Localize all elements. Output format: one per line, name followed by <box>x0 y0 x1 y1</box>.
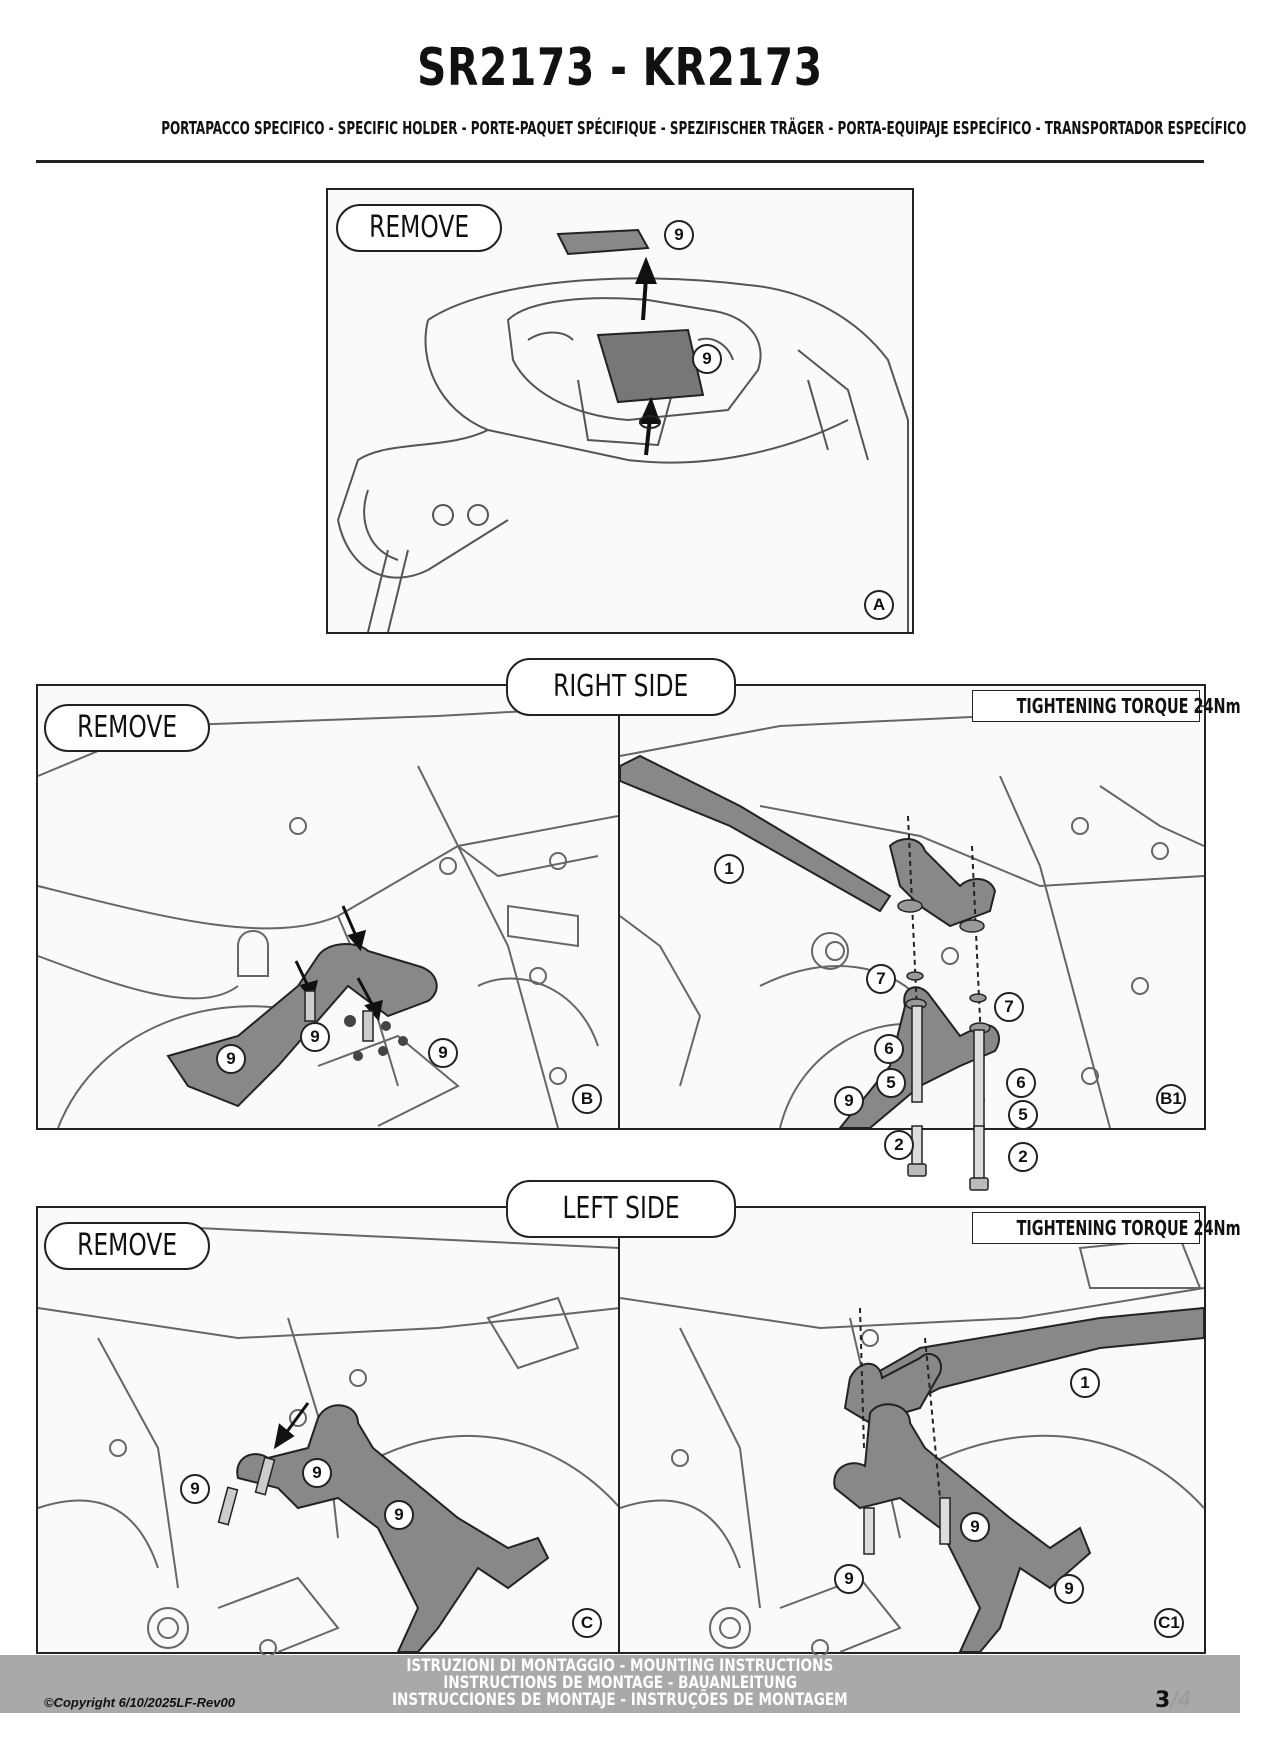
left-side-heading: LEFT SIDE <box>506 1180 736 1238</box>
panel-b-label: B <box>572 1084 602 1114</box>
panel-b-illustration <box>37 705 619 1129</box>
footer-bar <box>0 1655 1240 1713</box>
callout-9: 9 <box>834 1086 864 1116</box>
callout-9: 9 <box>300 1022 330 1052</box>
page-number: 3/4 <box>1155 1688 1192 1713</box>
rack-arm-1 <box>619 754 892 913</box>
panel-c1-illustration <box>619 1236 1205 1657</box>
footer-line: INSTRUCCIONES DE MONTAJE - INSTRUÇÕES DE… <box>392 1690 848 1710</box>
callout-2: 2 <box>1008 1142 1038 1172</box>
callout-1: 1 <box>714 854 744 884</box>
panel-a-label: A <box>864 590 894 620</box>
callout-7: 7 <box>866 964 896 994</box>
panel-b-remove-label: REMOVE <box>44 704 210 752</box>
callout-9: 9 <box>834 1564 864 1594</box>
callout-5: 5 <box>1008 1100 1038 1130</box>
panel-c1-label: C1 <box>1154 1608 1184 1638</box>
panel-c1-torque-label: TIGHTENING TORQUE 24Nm <box>972 1212 1241 1244</box>
callout-1: 1 <box>1070 1368 1100 1398</box>
callout-9: 9 <box>692 344 722 374</box>
callout-6: 6 <box>874 1034 904 1064</box>
panel-a-remove-label: REMOVE <box>336 204 502 252</box>
rack-plate-1 <box>843 1353 942 1425</box>
callout-7: 7 <box>994 992 1024 1022</box>
panel-b1-torque-label: TIGHTENING TORQUE 24Nm <box>972 690 1241 722</box>
rack-plate-1 <box>888 838 997 928</box>
right-side-heading: RIGHT SIDE <box>506 658 736 716</box>
callout-9: 9 <box>664 220 694 250</box>
callout-9: 9 <box>960 1512 990 1542</box>
panel-c-illustration <box>37 1227 621 1657</box>
callout-5: 5 <box>876 1068 906 1098</box>
panel-a-remove: REMOVE 9 9 A <box>326 188 914 634</box>
removed-cover-piece <box>556 228 650 256</box>
callout-9: 9 <box>302 1458 332 1488</box>
panel-a-illustration <box>336 228 909 633</box>
header-divider <box>36 160 1204 163</box>
callout-9: 9 <box>216 1044 246 1074</box>
panel-c-label: C <box>572 1608 602 1638</box>
callout-6: 6 <box>1006 1068 1036 1098</box>
document-title: SR2173 - KR2173 <box>417 38 823 98</box>
panel-b1-install: TIGHTENING TORQUE 24Nm 1 7 7 6 5 6 5 9 B… <box>618 684 1241 1131</box>
footer-instructions: ISTRUZIONI DI MONTAGGIO - MOUNTING INSTR… <box>0 1658 1240 1709</box>
footer-line: ISTRUZIONI DI MONTAGGIO - MOUNTING INSTR… <box>406 1656 834 1676</box>
callout-9: 9 <box>1054 1574 1084 1604</box>
panel-b1-illustration <box>619 705 1205 1131</box>
copyright-text: ©Copyright 6/10/2025LF-Rev00 <box>44 1695 235 1710</box>
seat-cover-plate <box>596 328 705 404</box>
panel-c-remove: REMOVE 9 9 9 C <box>36 1206 622 1657</box>
panel-c-remove-label: REMOVE <box>44 1222 210 1270</box>
panel-c1-install: TIGHTENING TORQUE 24Nm 1 9 9 9 C1 <box>618 1206 1241 1657</box>
bolt-extension <box>907 1125 989 1191</box>
document-subtitle: PORTAPACCO SPECIFICO - SPECIFIC HOLDER -… <box>161 118 1247 139</box>
callout-9: 9 <box>180 1474 210 1504</box>
panel-b-remove: REMOVE 9 9 9 B <box>36 684 622 1130</box>
panel-b1-label: B1 <box>1156 1084 1186 1114</box>
callout-9: 9 <box>384 1500 414 1530</box>
callout-2: 2 <box>884 1130 914 1160</box>
footer-line: INSTRUCTIONS DE MONTAGE - BAUANLEITUNG <box>443 1673 797 1693</box>
callout-9: 9 <box>428 1038 458 1068</box>
